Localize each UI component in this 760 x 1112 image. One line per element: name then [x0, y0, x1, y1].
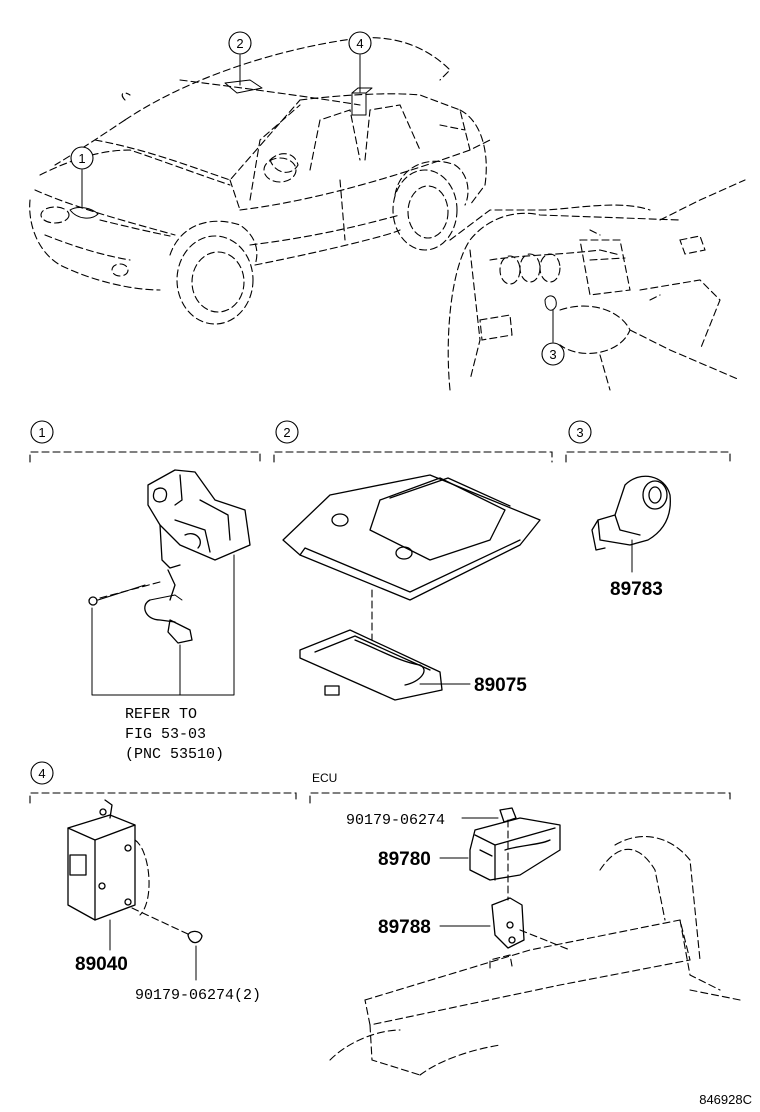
svg-text:90179-06274(2): 90179-06274(2)	[135, 987, 261, 1004]
part-90179-06274: 90179-06274	[346, 812, 445, 829]
part-89783: 89783	[610, 579, 663, 600]
callout-3: 3	[541, 342, 565, 366]
overhead-module-assembly	[282, 474, 541, 701]
svg-text:3: 3	[576, 425, 583, 440]
svg-text:2: 2	[236, 36, 243, 51]
sensor-89783-assembly	[591, 475, 671, 573]
section-3-header: 3	[565, 420, 731, 463]
module-89040-assembly	[67, 799, 203, 981]
part-89780: 89780	[378, 849, 431, 870]
figure-code: 846928C	[699, 1092, 752, 1107]
svg-text:2: 2	[283, 425, 290, 440]
svg-text:REFER TO: REFER TO	[125, 706, 197, 723]
svg-text:89075: 89075	[474, 675, 527, 696]
refer-note: REFER TO FIG 53-03 (PNC 53510)	[125, 706, 224, 763]
part-89788: 89788	[378, 917, 431, 938]
svg-text:1: 1	[38, 425, 45, 440]
svg-text:846928C: 846928C	[699, 1092, 752, 1107]
dashboard-illustration	[447, 179, 746, 391]
section-1-header: 1	[29, 420, 261, 463]
part-89040: 89040	[75, 954, 128, 975]
svg-text:(PNC 53510): (PNC 53510)	[125, 746, 224, 763]
part-90179-06274-2: 90179-06274(2)	[135, 987, 261, 1004]
section-ecu-header: ECU	[309, 771, 731, 804]
vehicle-illustration	[29, 37, 491, 325]
svg-text:4: 4	[38, 766, 45, 781]
svg-text:89780: 89780	[378, 849, 431, 870]
part-89075: 89075	[474, 675, 527, 696]
svg-text:89040: 89040	[75, 954, 128, 975]
svg-text:89788: 89788	[378, 917, 431, 938]
callout-4: 4	[348, 31, 372, 55]
svg-text:3: 3	[549, 347, 556, 362]
svg-text:FIG 53-03: FIG 53-03	[125, 726, 206, 743]
svg-text:4: 4	[356, 36, 363, 51]
svg-text:ECU: ECU	[312, 771, 337, 785]
hood-lock-assembly	[88, 469, 251, 696]
section-4-header: 4	[29, 761, 297, 804]
svg-text:90179-06274: 90179-06274	[346, 812, 445, 829]
callout-2: 2	[228, 31, 252, 55]
svg-text:1: 1	[78, 151, 85, 166]
section-2-header: 2	[273, 420, 553, 463]
svg-text:89783: 89783	[610, 579, 663, 600]
callout-1: 1	[70, 146, 94, 170]
ecu-assembly	[329, 807, 741, 1076]
